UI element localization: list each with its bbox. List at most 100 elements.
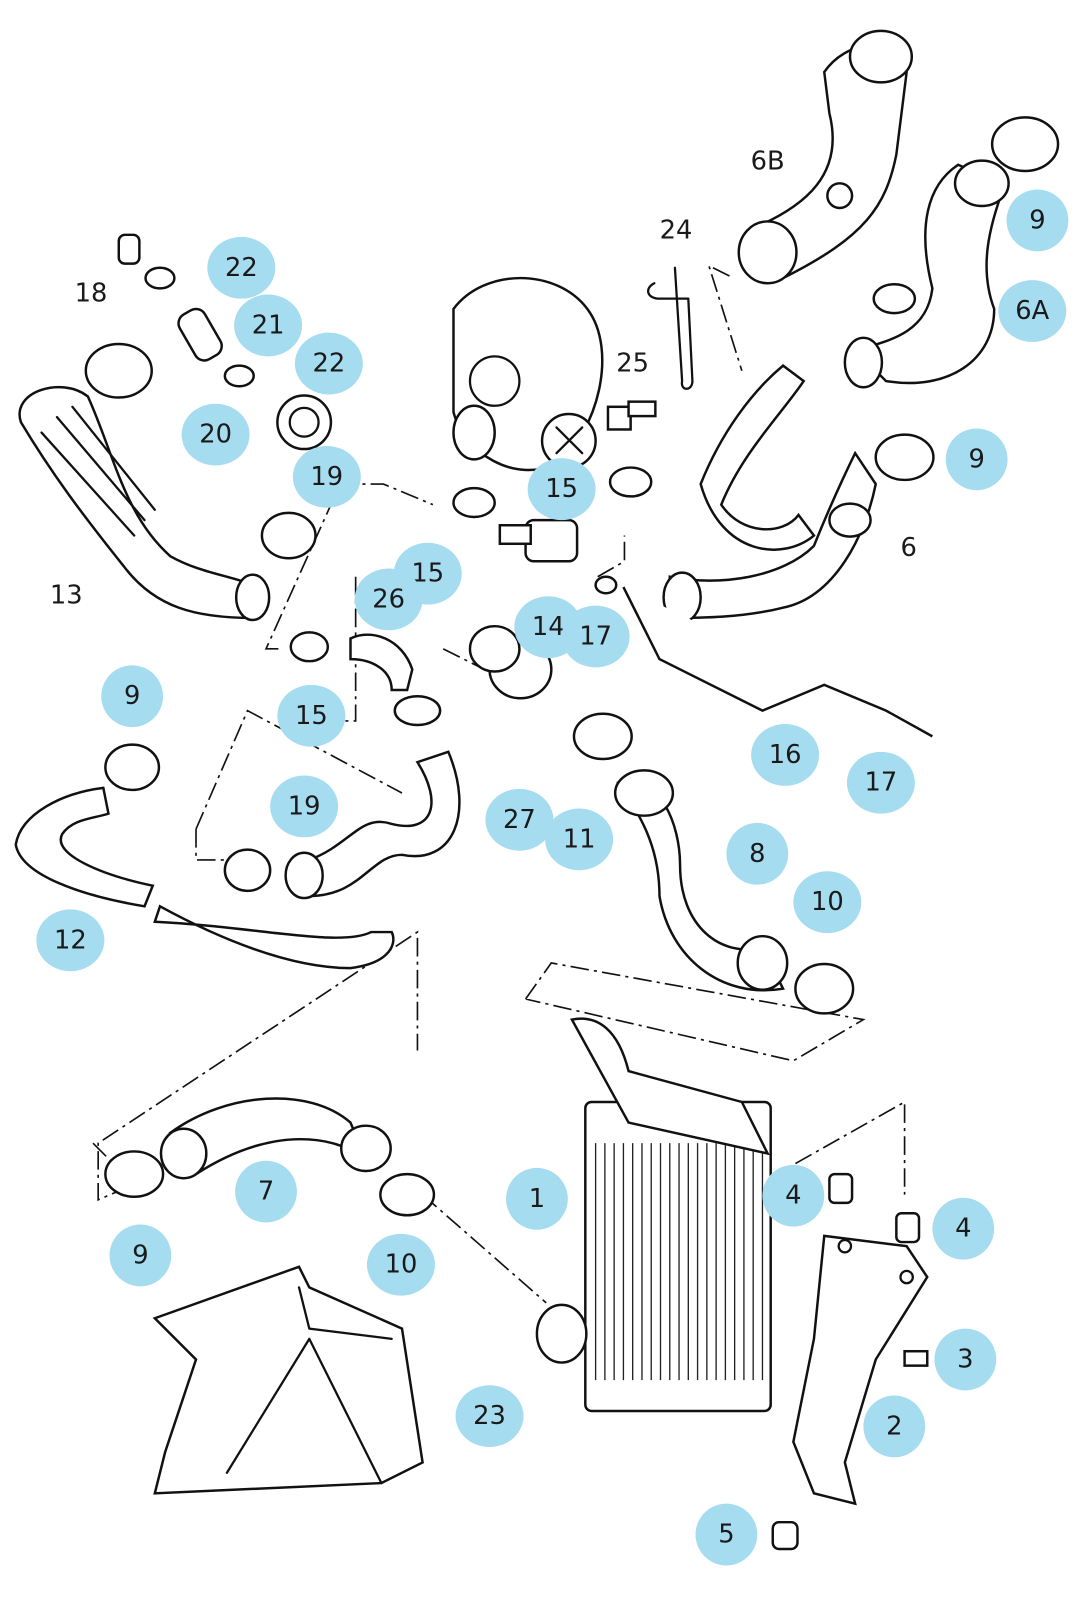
callout-label: 9 [1029,205,1045,235]
clamp-10-bottom [379,1172,436,1217]
callout-19: 19 [292,445,361,508]
callout-label: 10 [385,1250,418,1280]
callout-12: 12 [36,909,105,972]
intercooler-1 [535,1017,772,1413]
turbocharger [452,276,604,472]
callout-27: 27 [485,788,554,851]
clamp-10-top [794,962,855,1015]
callout-label: 19 [288,791,321,821]
callout-17: 17 [846,751,915,814]
callout-22: 22 [294,332,363,395]
callout-label: 15 [295,701,328,731]
callout-label: 10 [811,887,844,917]
clamp-19-top [260,511,317,560]
callout-label: 21 [252,310,285,340]
callout-10: 10 [366,1233,435,1296]
callout-label: 9 [132,1240,148,1270]
callout-label: 17 [579,621,612,651]
callout-16: 16 [751,724,820,786]
callout-label: 20 [199,420,232,450]
callout-label: 14 [532,612,565,642]
hose-8 [613,769,789,992]
hose-6 [662,364,878,624]
callout-label: 8 [749,839,765,869]
callout-label: 24 [660,216,693,246]
callout-highlight [695,1503,758,1566]
callout-label: 7 [258,1177,274,1207]
callout-highlight [234,294,303,357]
callout-6A: 6A [998,280,1067,342]
callout-label: 19 [310,462,343,492]
clamp-11 [572,712,633,761]
clamp-9-mid [874,433,935,482]
callout-9: 9 [101,665,164,728]
callout-highlight [932,1197,995,1260]
callout-15: 15 [277,684,346,747]
callout-9: 9 [945,428,1008,491]
hose-6A [843,159,1010,389]
callout-label: 15 [545,474,578,504]
callout-label: 13 [50,580,83,610]
callout-label: 22 [312,349,345,379]
callout-8: 8 [726,822,789,885]
callout-1: 1 [506,1167,568,1230]
callout-highlight [270,775,339,838]
callout-highlight [277,684,346,747]
callout-highlight [793,871,862,934]
callout-highlight [934,1328,997,1391]
elbow-26 [349,633,414,692]
callout-highlight [366,1233,435,1296]
callout-25: 25 [616,349,649,379]
callout-highlight [36,909,105,972]
callout-highlight [945,428,1008,491]
callout-24: 24 [660,216,693,246]
callout-10: 10 [793,871,862,934]
callout-9: 9 [1006,189,1069,252]
callout-label: 18 [75,279,108,309]
mounts-4-3-5 [771,1172,929,1551]
callout-highlight [762,1164,825,1227]
callout-highlight [726,822,789,885]
callout-22: 22 [207,236,276,299]
callout-label: 1 [529,1184,545,1214]
callout-highlight [207,236,276,299]
hose-13-air-intake [18,386,271,622]
callout-label: 17 [865,768,898,798]
callout-14: 14 [514,596,583,659]
callout-6: 6 [901,533,917,563]
hose-12 [14,786,395,970]
callout-label: 5 [718,1520,734,1550]
callout-highlight [455,1385,524,1448]
guard-23 [152,1265,424,1495]
callout-highlight [998,280,1067,342]
callout-label: 22 [225,253,258,283]
callout-highlight [1006,189,1069,252]
hose-27 [284,750,461,900]
callout-highlight [101,665,164,728]
bracket-2 [792,1234,929,1506]
clamp-15-lower [289,631,442,727]
callout-label: 4 [785,1181,801,1211]
callout-highlight [485,788,554,851]
clip-24 [647,266,694,390]
callout-highlight [235,1160,297,1223]
callout-18: 18 [75,279,108,309]
callout-6B: 6B [751,147,785,177]
callout-highlight [846,751,915,814]
callout-highlight [292,445,361,508]
callout-label: 25 [616,349,649,379]
callout-20: 20 [181,403,250,466]
callout-highlight [294,332,363,395]
sensor-20 [276,394,333,451]
callout-7: 7 [235,1160,297,1223]
valve-14 [452,466,653,595]
callout-15: 15 [527,458,596,521]
callout-2: 2 [863,1395,926,1458]
callout-label: 4 [955,1214,971,1244]
callout-highlight [181,403,250,466]
callout-highlight [561,605,630,668]
callout-highlight [751,724,820,786]
callout-23: 23 [455,1385,524,1448]
